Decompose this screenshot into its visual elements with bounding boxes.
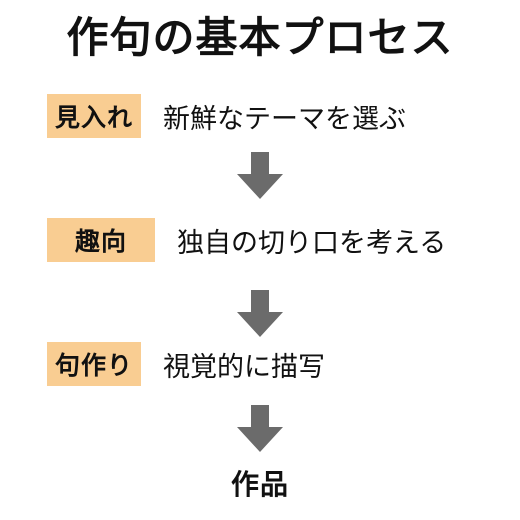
step-description: 独自の切り口を考える [177,227,447,259]
step-kuzukuri: 句作り 視覚的に描写 [47,342,325,386]
down-arrow-icon [237,152,283,199]
step-description: 新鮮なテーマを選ぶ [163,103,407,135]
step-label: 句作り [47,342,142,386]
down-arrow-icon [237,405,283,452]
diagram-title: 作句の基本プロセス [66,13,454,62]
step-description: 視覚的に描写 [163,351,326,383]
step-mi-ire: 見入れ 新鮮なテーマを選ぶ [47,94,406,138]
down-arrow-icon [237,290,283,337]
step-label: 趣向 [47,218,155,262]
step-shukou: 趣向 独自の切り口を考える [47,218,446,262]
result-label: 作品 [230,468,289,501]
step-label: 見入れ [47,94,142,138]
